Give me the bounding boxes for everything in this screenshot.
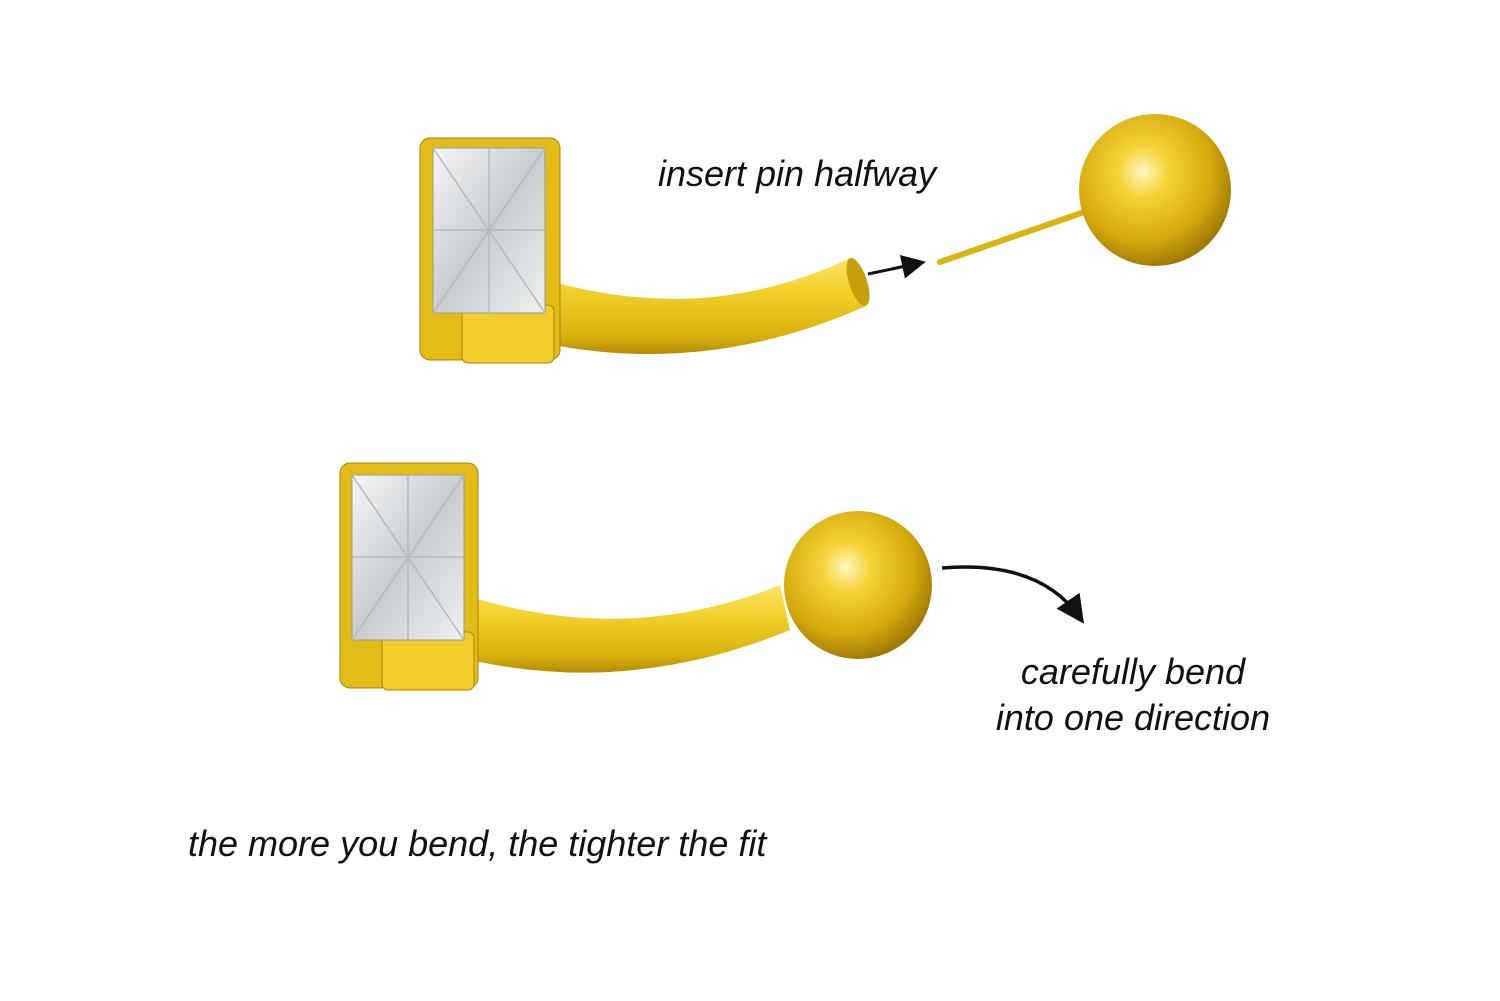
- curved-bar: [450, 585, 790, 673]
- curved-bar: [530, 258, 866, 355]
- step1-label: insert pin halfway: [658, 153, 937, 194]
- gold-ball: [784, 511, 932, 659]
- pin: [937, 207, 1093, 265]
- top-ball-pin: [937, 114, 1231, 266]
- gold-ball: [1079, 114, 1231, 266]
- footer-note: the more you bend, the tighter the fit: [188, 823, 767, 864]
- bar-tube-end: [846, 258, 870, 306]
- insert-arrow: [867, 254, 926, 279]
- setting-prong: [461, 304, 555, 364]
- step2-label-line1: carefully bend: [1020, 651, 1246, 692]
- top-barbell-body: [419, 137, 870, 364]
- step2-label-line2: into one direction: [995, 697, 1271, 738]
- bottom-barbell-body: [339, 462, 932, 691]
- bend-arrow: [941, 565, 1084, 624]
- setting-prong: [381, 631, 475, 691]
